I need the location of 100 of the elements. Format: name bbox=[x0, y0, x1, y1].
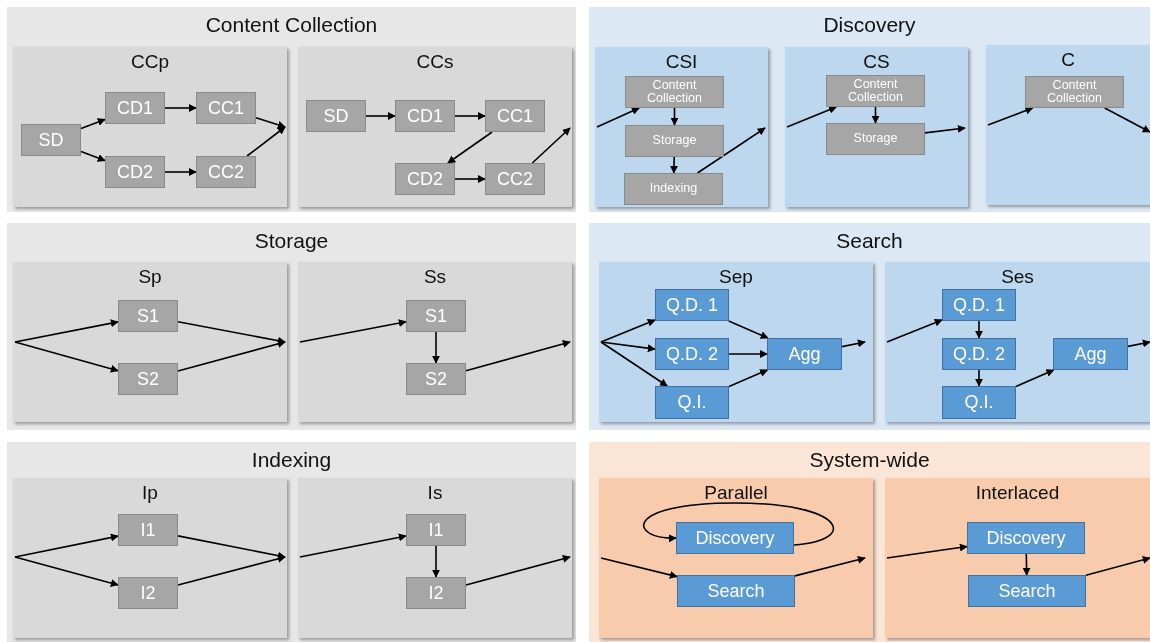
arrow bbox=[177, 340, 286, 372]
process-box: Content Collection bbox=[826, 75, 925, 107]
subgroup-panel bbox=[298, 478, 572, 638]
arrow bbox=[841, 339, 866, 348]
arrow bbox=[886, 318, 943, 343]
arrow bbox=[600, 341, 656, 353]
panel-title: Parallel bbox=[704, 482, 768, 503]
arrow bbox=[447, 131, 493, 164]
panel-title: Interlaced bbox=[975, 482, 1060, 503]
process-box: S2 bbox=[118, 363, 178, 395]
subgroup-panel bbox=[13, 478, 287, 638]
process-box: SD bbox=[21, 124, 81, 156]
process-box: CC1 bbox=[485, 100, 545, 132]
group-panel bbox=[589, 442, 1150, 642]
arrow bbox=[670, 156, 678, 174]
process-box: Indexing bbox=[624, 173, 723, 205]
panel-title: Search bbox=[836, 229, 903, 252]
process-box: I1 bbox=[118, 514, 178, 546]
arrow bbox=[1085, 556, 1150, 576]
group-panel bbox=[589, 223, 1150, 430]
panel-title: CS bbox=[863, 51, 890, 72]
process-box: Discovery bbox=[967, 522, 1085, 554]
arrow bbox=[642, 502, 835, 546]
subgroup-panel bbox=[986, 45, 1150, 205]
panel-title: Indexing bbox=[251, 448, 332, 471]
process-box: CC1 bbox=[196, 92, 256, 124]
panel-title: Sep bbox=[719, 266, 753, 287]
arrow bbox=[596, 107, 640, 128]
group-panel bbox=[7, 442, 576, 642]
arrow bbox=[1103, 107, 1150, 133]
arrow bbox=[246, 126, 286, 157]
process-box: I2 bbox=[406, 577, 466, 609]
panel-title: C bbox=[1061, 49, 1075, 70]
arrow bbox=[727, 320, 769, 339]
panel-title: System-wide bbox=[809, 448, 930, 471]
group-panel bbox=[589, 7, 1150, 212]
process-box: Q.D. 2 bbox=[942, 338, 1016, 370]
arrow bbox=[696, 127, 766, 174]
group-panel bbox=[7, 223, 576, 430]
group-panel bbox=[7, 7, 576, 212]
panel-title: CSI bbox=[665, 51, 698, 72]
arrow bbox=[164, 104, 197, 112]
arrow bbox=[1127, 339, 1150, 348]
arrow bbox=[299, 533, 407, 558]
panel-title: Discovery bbox=[823, 13, 916, 36]
panel-title: Sp bbox=[138, 266, 162, 287]
process-box: S1 bbox=[406, 300, 466, 332]
process-box: CC2 bbox=[196, 156, 256, 188]
arrow bbox=[600, 341, 668, 387]
process-box: CD2 bbox=[395, 163, 455, 195]
subgroup-panel bbox=[599, 262, 873, 422]
subgroup-panel bbox=[885, 262, 1150, 422]
arrow bbox=[454, 112, 486, 120]
arrow bbox=[924, 124, 966, 134]
arrow bbox=[255, 116, 286, 129]
arrow bbox=[786, 106, 837, 128]
arrow bbox=[14, 319, 119, 343]
process-box: S1 bbox=[118, 300, 178, 332]
process-box: Q.D. 1 bbox=[655, 289, 729, 321]
process-box: S2 bbox=[406, 363, 466, 395]
arrow bbox=[465, 555, 571, 586]
process-box: Agg bbox=[1053, 338, 1128, 370]
arrow bbox=[465, 340, 571, 372]
process-box: Storage bbox=[625, 125, 724, 157]
arrow bbox=[886, 543, 968, 559]
arrow bbox=[1015, 369, 1055, 388]
process-box: Search bbox=[968, 575, 1086, 607]
subgroup-panel bbox=[298, 262, 572, 422]
arrow bbox=[299, 319, 407, 343]
process-box: Search bbox=[677, 575, 795, 607]
arrow bbox=[728, 369, 769, 388]
arrow bbox=[164, 168, 197, 176]
arrow bbox=[432, 331, 440, 364]
arrow bbox=[177, 554, 286, 586]
panel-title: Is bbox=[427, 482, 443, 503]
subgroup-panel bbox=[599, 478, 873, 638]
panel-title: Content Collection bbox=[205, 13, 378, 36]
process-box: Discovery bbox=[676, 522, 794, 554]
panel-title: Ip bbox=[142, 482, 158, 503]
subgroup-panel bbox=[885, 478, 1150, 638]
panel-title: CCs bbox=[416, 51, 454, 72]
arrow bbox=[670, 107, 679, 126]
arrow bbox=[975, 369, 983, 387]
process-box: Agg bbox=[767, 338, 842, 370]
arrow bbox=[454, 175, 486, 183]
panel-title: Storage bbox=[254, 229, 329, 252]
process-box: CD2 bbox=[105, 156, 165, 188]
process-box: I1 bbox=[406, 514, 466, 546]
arrow bbox=[80, 118, 106, 130]
panel-title: CCp bbox=[131, 51, 169, 72]
process-box: Storage bbox=[826, 123, 925, 155]
arrow bbox=[794, 555, 866, 577]
subgroup-panel bbox=[13, 262, 287, 422]
process-box: CD1 bbox=[395, 100, 455, 132]
subgroup-panel bbox=[785, 47, 968, 207]
arrow bbox=[432, 545, 440, 578]
process-box: CC2 bbox=[485, 163, 545, 195]
arrow bbox=[531, 127, 571, 164]
arrow bbox=[80, 150, 106, 162]
panel-title: Ss bbox=[423, 266, 447, 287]
